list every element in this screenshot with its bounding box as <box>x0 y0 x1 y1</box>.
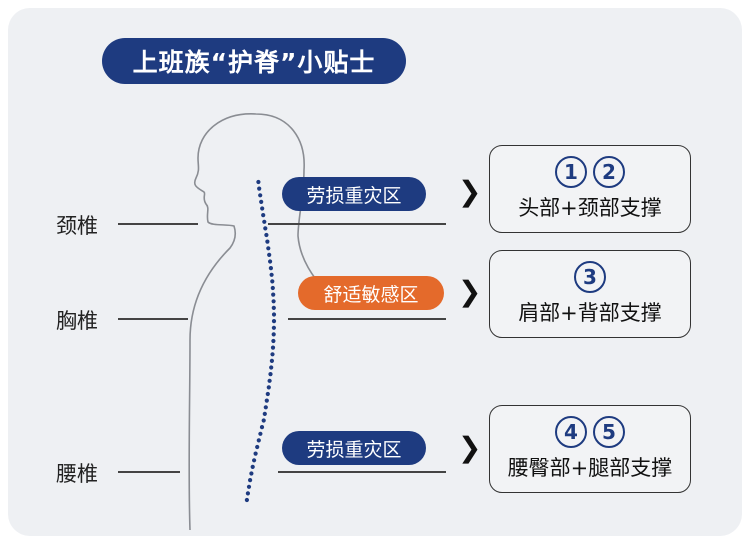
number-badge: 5 <box>593 416 625 448</box>
neck-lead-line <box>118 223 198 225</box>
chevron-right-icon: ❯ <box>458 431 482 464</box>
chevron-right-icon: ❯ <box>458 275 482 308</box>
title-banner: 上班族“护脊”小贴士 <box>102 38 406 84</box>
zone1-line <box>268 223 446 225</box>
number-badge: 3 <box>574 261 606 293</box>
spine-label-neck: 颈椎 <box>56 214 98 238</box>
support-box-shoulder-back: 3 肩部+背部支撑 <box>489 250 691 338</box>
zone-pill-label: 劳损重灾区 <box>306 184 402 207</box>
zone-pill-strain-upper: 劳损重灾区 <box>282 177 426 211</box>
title-text: 上班族“护脊”小贴士 <box>132 48 376 77</box>
support-text: 肩部+背部支撑 <box>518 301 662 325</box>
support-text: 头部+颈部支撑 <box>518 196 662 220</box>
chevron-right-icon: ❯ <box>458 175 482 208</box>
lumbar-lead-line <box>118 471 180 473</box>
number-badge: 4 <box>555 416 587 448</box>
zone-pill-strain-lower: 劳损重灾区 <box>282 431 426 465</box>
zone-pill-label: 舒适敏感区 <box>323 283 419 306</box>
thoracic-lead-line <box>118 318 188 320</box>
spine-label-thoracic: 胸椎 <box>56 309 98 333</box>
support-box-waist-leg: 4 5 腰臀部+腿部支撑 <box>489 405 691 493</box>
zone-pill-sensitive: 舒适敏感区 <box>298 276 444 310</box>
support-text: 腰臀部+腿部支撑 <box>507 456 673 480</box>
support-box-head-neck: 1 2 头部+颈部支撑 <box>489 145 691 233</box>
zone-pill-label: 劳损重灾区 <box>306 438 402 461</box>
number-badges: 3 <box>574 261 606 293</box>
number-badges: 1 2 <box>555 156 625 188</box>
zone3-line <box>278 471 446 473</box>
spine-label-lumbar: 腰椎 <box>56 462 98 486</box>
number-badge: 1 <box>555 156 587 188</box>
number-badges: 4 5 <box>555 416 625 448</box>
number-badge: 2 <box>593 156 625 188</box>
zone2-line <box>288 318 446 320</box>
